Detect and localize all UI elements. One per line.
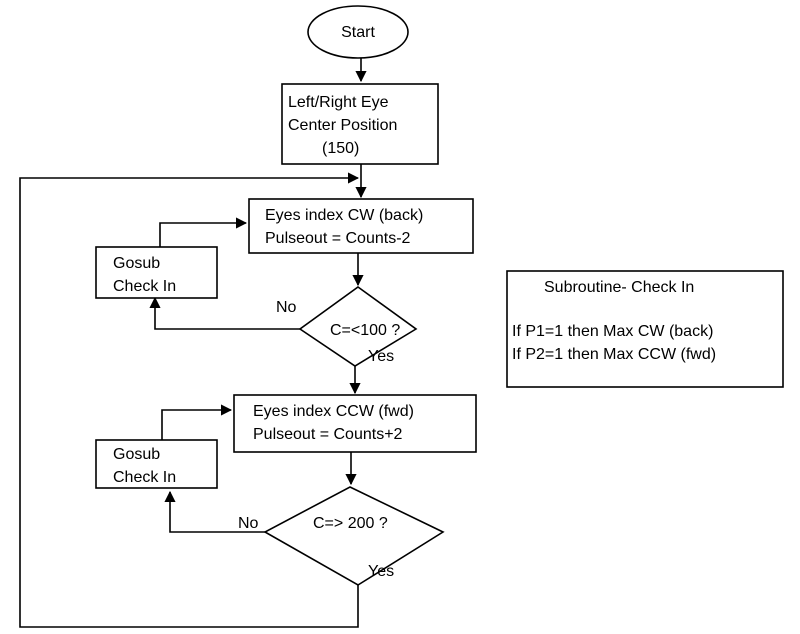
loop-back-line bbox=[19, 172, 360, 628]
subroutine-title: Subroutine- Check In bbox=[544, 279, 694, 296]
gosub-check-in-box-1 bbox=[95, 246, 218, 299]
subroutine-line-2: If P2=1 then Max CCW (fwd) bbox=[512, 346, 716, 363]
index-cw-box bbox=[248, 198, 474, 254]
gosub-2-line-1: Gosub bbox=[113, 446, 160, 463]
subroutine-box bbox=[506, 270, 784, 388]
decision-2-yes-label: Yes bbox=[368, 563, 394, 580]
index-cw-line-2: Pulseout = Counts-2 bbox=[265, 230, 411, 247]
decision-1-no-line bbox=[149, 296, 300, 330]
index-ccw-line-2: Pulseout = Counts+2 bbox=[253, 426, 403, 443]
gosub-2-return-line bbox=[161, 404, 233, 440]
gosub-1-return-line bbox=[159, 217, 248, 247]
subroutine-line-1: If P1=1 then Max CW (back) bbox=[512, 323, 713, 340]
gosub-check-in-box-2 bbox=[95, 439, 218, 489]
start-label: Start bbox=[341, 24, 375, 41]
gosub-2-line-2: Check In bbox=[113, 469, 176, 486]
decision-2-diamond bbox=[263, 486, 445, 586]
gosub-1-line-2: Check In bbox=[113, 278, 176, 295]
center-position-line-3: (150) bbox=[322, 140, 359, 157]
index-ccw-line-1: Eyes index CCW (fwd) bbox=[253, 403, 414, 420]
start-terminal bbox=[307, 5, 409, 59]
center-position-box bbox=[281, 83, 439, 165]
decision-2-no-line bbox=[164, 490, 265, 533]
decision-1-label: C=<100 ? bbox=[330, 322, 400, 339]
gosub-1-line-1: Gosub bbox=[113, 255, 160, 272]
index-ccw-box bbox=[233, 394, 477, 453]
decision-2-label: C=> 200 ? bbox=[313, 515, 388, 532]
center-position-line-2: Center Position bbox=[288, 117, 397, 134]
decision-1-no-label: No bbox=[276, 299, 297, 316]
decision-2-no-label: No bbox=[238, 515, 259, 532]
index-cw-line-1: Eyes index CW (back) bbox=[265, 207, 423, 224]
decision-1-diamond bbox=[298, 286, 418, 367]
decision-1-yes-label: Yes bbox=[368, 348, 394, 365]
center-position-line-1: Left/Right Eye bbox=[288, 94, 389, 111]
